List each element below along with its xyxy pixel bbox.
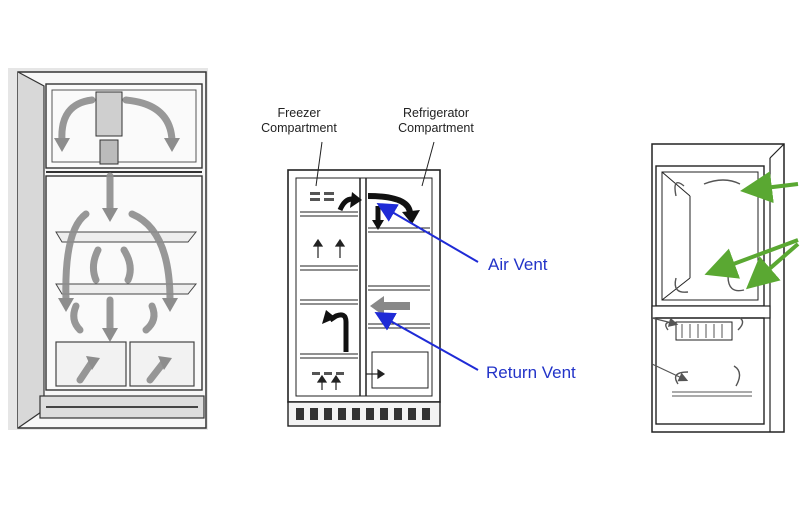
- refrigerator-label-line1: Refrigerator: [403, 106, 469, 120]
- side-by-side-fridge-diagram: [287, 141, 479, 427]
- top-freezer-fridge-diagram: [8, 68, 208, 430]
- refrigerator-label-line2: Compartment: [398, 121, 474, 135]
- refrigerator-compartment-label: Refrigerator Compartment: [380, 106, 492, 136]
- bottom-freezer-fridge-diagram: [651, 143, 800, 433]
- return-vent-label: Return Vent: [486, 363, 576, 382]
- freezer-label-line2: Compartment: [261, 121, 337, 135]
- air-vent-label: Air Vent: [488, 255, 548, 274]
- freezer-compartment-label: Freezer Compartment: [246, 106, 352, 136]
- freezer-label-line1: Freezer: [277, 106, 321, 120]
